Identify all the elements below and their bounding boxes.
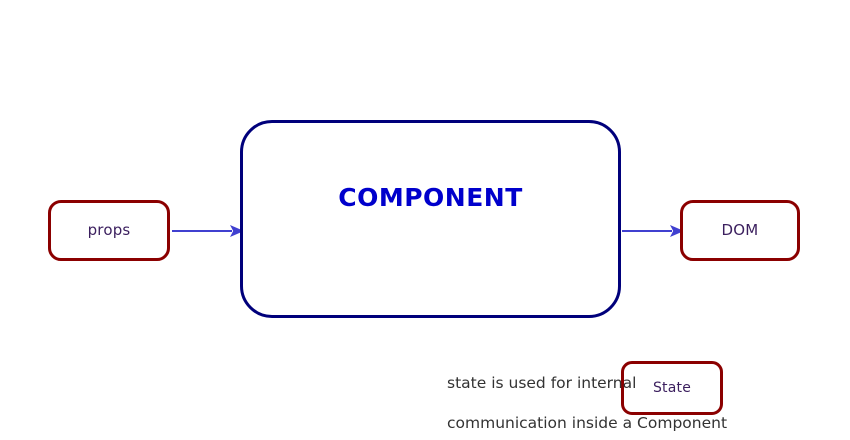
arrow-component-to-dom — [622, 225, 684, 237]
caption: state is used for internal communication… — [447, 353, 807, 440]
arrow-props-to-component — [172, 225, 244, 237]
caption-line-2: communication inside a Component — [447, 414, 728, 432]
node-component[interactable]: COMPONENT State — [240, 120, 723, 415]
node-props[interactable]: props — [48, 200, 170, 261]
node-state[interactable]: State — [621, 361, 723, 415]
caption-line-1: state is used for internal — [447, 374, 637, 392]
node-dom-label: DOM — [721, 221, 759, 239]
node-component-label: COMPONENT — [338, 183, 523, 212]
node-dom[interactable]: DOM — [680, 200, 800, 261]
node-props-label: props — [87, 221, 131, 239]
node-state-label: State — [652, 380, 692, 396]
